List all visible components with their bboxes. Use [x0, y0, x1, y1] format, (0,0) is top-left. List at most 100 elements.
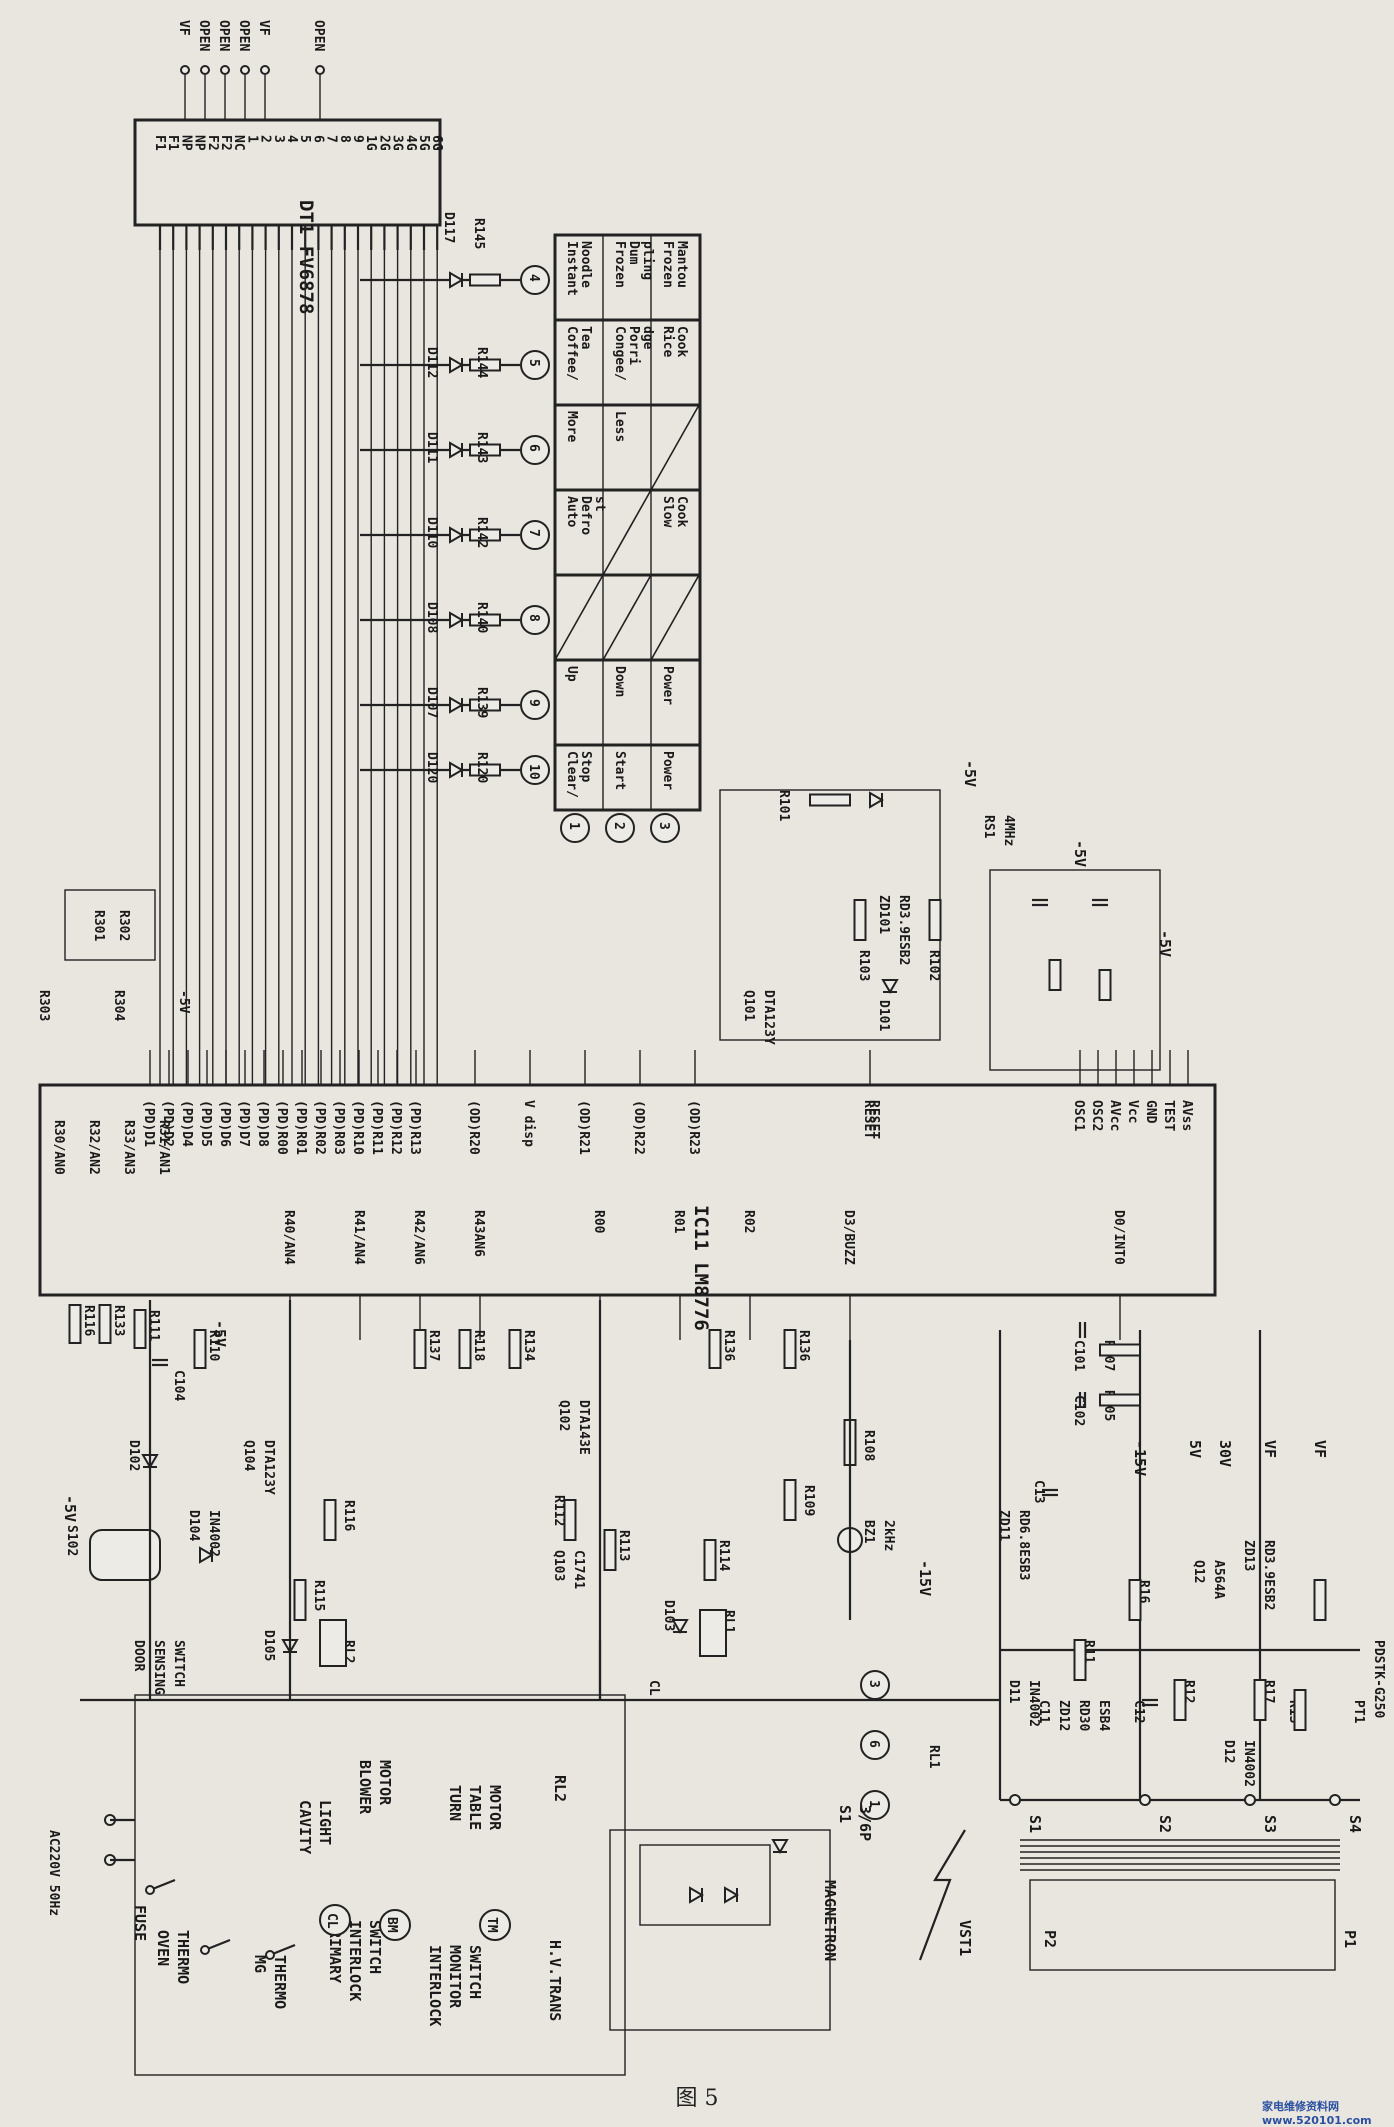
q101-type: DTA123Y — [761, 990, 776, 1045]
turn-label: TURN — [446, 1785, 464, 1821]
resistor — [1313, 1579, 1327, 1621]
display-pin: 1G — [363, 135, 378, 151]
diode-icon — [449, 356, 464, 374]
rs1-label: RS1 — [981, 815, 996, 839]
interlock-label2: INTERLOCK — [426, 1945, 444, 2026]
ic-top-pin: AVss — [1179, 1100, 1194, 1131]
display-top-label: VF — [176, 20, 191, 36]
connector-1 — [860, 1790, 890, 1820]
display-pin: 6 — [310, 135, 325, 143]
resistor — [323, 1499, 337, 1541]
display-top-terminal — [220, 65, 230, 75]
display-pin: NP — [178, 135, 193, 151]
key-label: Clear/ — [564, 751, 579, 798]
blower-label: BLOWER — [356, 1760, 374, 1815]
display-pin: NC — [231, 135, 246, 151]
diode-label: D110 — [424, 517, 439, 548]
key-label: Cook — [674, 326, 689, 357]
primary-label: PRIMARY — [326, 1920, 344, 1983]
key-label: dge — [640, 326, 655, 350]
key-label: More — [564, 411, 579, 442]
zd12-type2: ESB4 — [1096, 1700, 1111, 1731]
door-label: DOOR — [131, 1640, 146, 1671]
bm-text: BM — [384, 1917, 399, 1933]
key-label: Frozen — [612, 241, 627, 288]
r114-label: R114 — [716, 1540, 731, 1571]
resistor-label: R133 — [111, 1305, 126, 1336]
connector-num: 3 — [866, 1680, 881, 1688]
ic-top-pin: RESET — [861, 1100, 876, 1139]
resistor-label: R140 — [474, 602, 489, 633]
resistor — [413, 1329, 427, 1369]
key-label: Stop — [578, 751, 593, 782]
key-number: 1 — [566, 822, 581, 830]
resistor — [1073, 1639, 1087, 1681]
key-number: 9 — [526, 699, 541, 707]
resistor-label: R142 — [474, 517, 489, 548]
ic-top-pin: (PD)R11 — [369, 1100, 384, 1155]
display-pin: 3G — [390, 135, 405, 151]
zd11-label: ZD11 — [996, 1510, 1011, 1541]
ic-top-pin: (OD)R23 — [686, 1100, 701, 1155]
door-switch-icon — [89, 1529, 161, 1581]
diode-icon — [869, 791, 884, 809]
display-pin: NP — [192, 135, 207, 151]
hatch-line — [650, 404, 700, 491]
ic-top-pin: (OD)R20 — [466, 1100, 481, 1155]
zd12-type: RD30 — [1076, 1700, 1091, 1731]
resistor — [469, 763, 501, 777]
power-label: -15V — [1131, 1440, 1149, 1476]
display-top-label: OPEN — [196, 20, 211, 51]
switch-contact — [265, 1950, 275, 1960]
key-label: Defro — [578, 496, 593, 535]
display-pin: 2 — [258, 135, 273, 143]
key-label: Up — [564, 666, 579, 682]
zd13-label: ZD13 — [1241, 1540, 1256, 1571]
resistor — [603, 1529, 617, 1571]
resistor — [1099, 1343, 1141, 1357]
key-circle — [650, 813, 680, 843]
resistor — [809, 793, 851, 807]
r113-label: R113 — [616, 1530, 631, 1561]
diode-icon — [671, 1619, 689, 1634]
key-label: Noodle — [578, 241, 593, 288]
ic-left-pin: R32/AN2 — [86, 1120, 101, 1175]
display-pin: 5 — [297, 135, 312, 143]
ic-top-pin: OSC2 — [1089, 1100, 1104, 1131]
ic-top-pin: (PD)R13 — [407, 1100, 422, 1155]
resistor — [1128, 1579, 1142, 1621]
diode-label: D111 — [424, 432, 439, 463]
p1-label: P1 — [1341, 1930, 1359, 1948]
c11-label: C11 — [1036, 1700, 1051, 1724]
r115-label: R115 — [311, 1580, 326, 1611]
q104-type: DTA123Y — [261, 1440, 276, 1495]
resistor — [1293, 1689, 1307, 1731]
r109-label: R109 — [801, 1485, 816, 1516]
relay-coil — [319, 1619, 347, 1667]
d12-type: IN4002 — [1241, 1740, 1256, 1787]
diode-label: D108 — [424, 602, 439, 633]
q12-type: A564A — [1211, 1560, 1226, 1599]
key-circle — [520, 755, 550, 785]
switch-contact — [145, 1885, 155, 1895]
d101-label: D101 — [876, 1000, 891, 1031]
d102-label: D102 — [126, 1440, 141, 1471]
label: -5V — [176, 990, 191, 1014]
display-pin: F2 — [218, 135, 233, 151]
diode-icon — [449, 696, 464, 714]
display-pin: 8 — [337, 135, 352, 143]
key-number: 2 — [611, 822, 626, 830]
key-number: 8 — [526, 614, 541, 622]
resistor — [469, 528, 501, 542]
hatch-line — [650, 574, 700, 661]
ic-top-pin: (PD)D2 — [160, 1100, 175, 1147]
power-label: VF — [1261, 1440, 1279, 1458]
zd101-type: RD3.9ESB2 — [896, 895, 911, 965]
display-pin: 4 — [284, 135, 299, 143]
c104-label: C104 — [171, 1370, 186, 1401]
zd11-type: RD6.8ESB3 — [1016, 1510, 1031, 1580]
fuse-label: FUSE — [131, 1905, 149, 1941]
resistor — [293, 1579, 307, 1621]
